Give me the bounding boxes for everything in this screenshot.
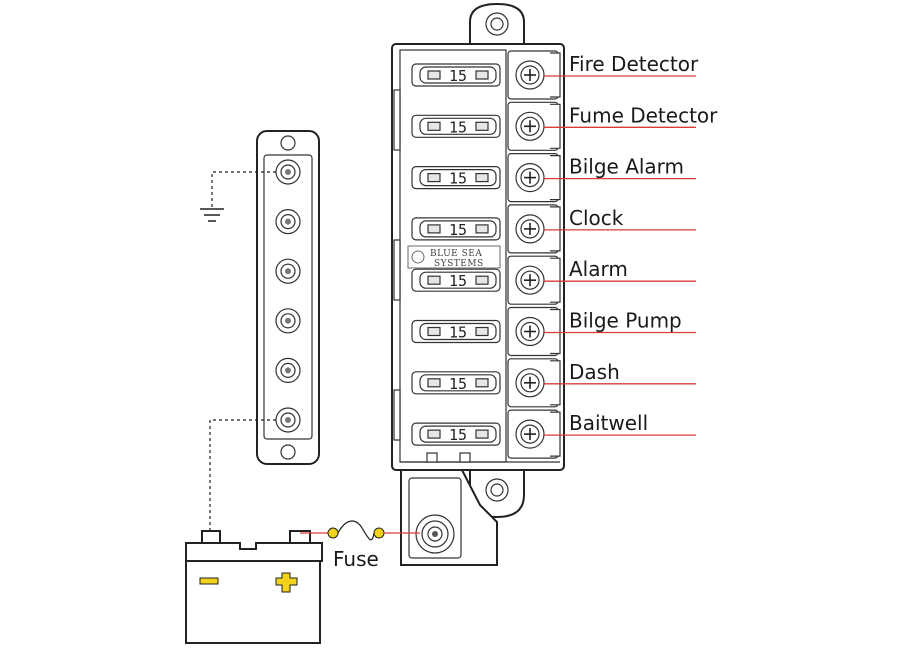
positive-terminal-icon	[275, 572, 298, 593]
negative-bus-bar	[256, 130, 320, 465]
screw-terminal-icon	[507, 358, 561, 408]
mounting-hole-icon	[280, 135, 296, 151]
bus-terminal-icon	[275, 209, 301, 235]
circuit-label: Bilge Alarm	[569, 155, 684, 179]
bus-terminal-icon	[275, 407, 301, 433]
fuse-rating: 15	[449, 67, 467, 85]
fuse-slot: 15	[411, 166, 501, 190]
screw-terminal-icon	[507, 409, 561, 459]
svg-text:BLUE SEA: BLUE SEA	[430, 249, 482, 259]
circuit-label: Dash	[569, 360, 620, 384]
brand-logo: BLUE SEA SYSTEMS	[407, 245, 501, 269]
fuse-rating: 15	[449, 324, 467, 342]
fuse-slot: 15	[411, 319, 501, 344]
bus-terminal-icon	[275, 258, 301, 284]
power-post-icon	[415, 514, 455, 554]
fuse-label: Fuse	[333, 547, 379, 571]
negative-terminal-icon	[199, 577, 219, 585]
svg-text:SYSTEMS: SYSTEMS	[434, 259, 484, 269]
fuse-block: BLUE SEA SYSTEMS 15 15 15 15 15 15 15 15	[391, 2, 565, 566]
screw-terminal-icon	[507, 101, 561, 151]
circuit-label: Baitwell	[569, 411, 648, 435]
circuit-label: Alarm	[569, 257, 628, 281]
negative-wire	[209, 419, 276, 530]
screw-terminal-icon	[507, 204, 561, 254]
ground-symbol	[200, 171, 276, 222]
inline-fuse-icon	[337, 520, 375, 541]
circuit-label: Fire Detector	[569, 52, 699, 76]
fuse-rating: 15	[449, 375, 467, 393]
fuse-rating: 15	[449, 118, 467, 136]
circuit-label: Clock	[569, 206, 624, 230]
mounting-hole-icon	[280, 444, 296, 460]
screw-terminal-icon	[507, 50, 561, 100]
screw-terminal-icon	[507, 153, 561, 203]
bus-terminal-icon	[275, 159, 301, 185]
fuse-rating: 15	[449, 170, 467, 188]
circuit-label: Bilge Pump	[569, 309, 682, 333]
fuse-rating: 15	[449, 221, 467, 239]
fuse-slot: 15	[411, 371, 501, 395]
fuse-slot: 15	[411, 268, 501, 292]
circuit-label: Fume Detector	[569, 103, 718, 127]
fuse-slot: 15	[411, 114, 501, 138]
fuse-slot: 15	[411, 217, 501, 241]
fuse-rating: 15	[449, 426, 467, 444]
battery	[185, 530, 323, 644]
screw-terminal-icon	[507, 306, 561, 357]
bus-terminal-icon	[275, 357, 301, 383]
fuse-slot: 15	[411, 422, 501, 446]
bus-terminal-icon	[275, 308, 301, 334]
fuse-slot: 15	[411, 63, 501, 87]
positive-wire	[300, 520, 420, 541]
fuse-rating: 15	[449, 272, 467, 290]
screw-terminal-icon	[507, 255, 561, 305]
